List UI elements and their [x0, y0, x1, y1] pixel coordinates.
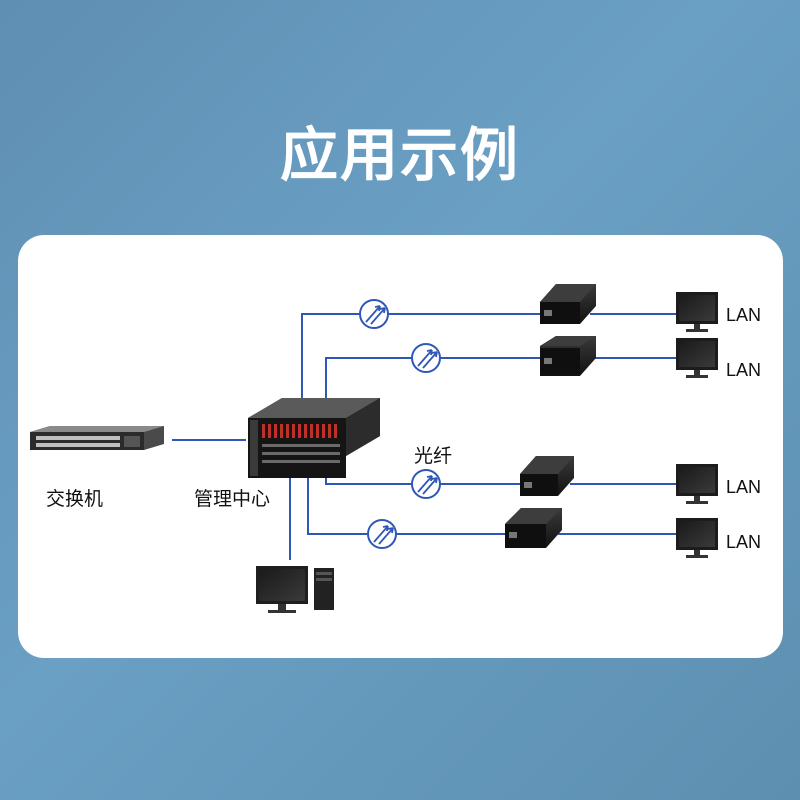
media-converter-icon: [540, 336, 596, 376]
media-converter-icon: [520, 456, 574, 496]
pc-icon: [256, 566, 334, 613]
monitor-icon: [676, 464, 718, 504]
lan-label: LAN: [726, 477, 762, 497]
chassis-ports: [262, 424, 337, 438]
monitor-icon: [676, 518, 718, 558]
media-converter-icon: [540, 284, 596, 324]
media-converter-icon: [505, 508, 562, 548]
switch-label: 交换机: [46, 488, 104, 510]
fiber-icon: [411, 469, 441, 499]
monitor-icon: [676, 338, 718, 378]
page-title: 应用示例: [279, 121, 520, 189]
fiber-icon: [411, 343, 441, 373]
fiber-icon: [367, 519, 397, 549]
monitor-icon: [676, 292, 718, 332]
fiber-label: 光纤: [414, 445, 453, 467]
fiber-link-4: [307, 470, 505, 535]
lan-label: LAN: [726, 532, 762, 552]
fiber-icon: [359, 299, 389, 329]
switch-icon: [30, 426, 164, 450]
lan-label: LAN: [726, 360, 762, 380]
management-center-label: 管理中心: [194, 488, 271, 510]
chassis-icon: [248, 398, 380, 478]
fiber-link-1: [301, 313, 540, 418]
lan-label: LAN: [726, 305, 762, 325]
